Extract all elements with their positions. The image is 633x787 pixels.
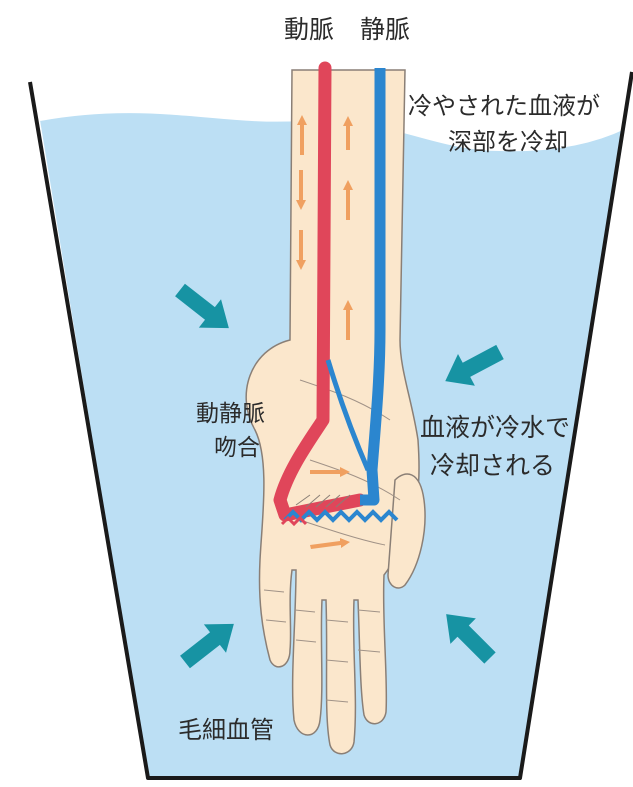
capillaries-label: 毛細血管 bbox=[178, 710, 274, 745]
anastomosis-label-line1: 動静脈 bbox=[196, 394, 265, 428]
cooled-blood-label-line1: 冷やされた血液が bbox=[408, 86, 600, 121]
vein-label: 静脈 bbox=[360, 10, 410, 46]
anastomosis-label-line2: 吻合 bbox=[214, 428, 260, 462]
cooling-label-line2: 冷却される bbox=[430, 446, 555, 482]
cooling-label-line1: 血液が冷水で bbox=[420, 408, 570, 444]
artery-label: 動脈 bbox=[284, 10, 334, 46]
cooled-blood-label-line2: 深部を冷却 bbox=[448, 122, 568, 157]
